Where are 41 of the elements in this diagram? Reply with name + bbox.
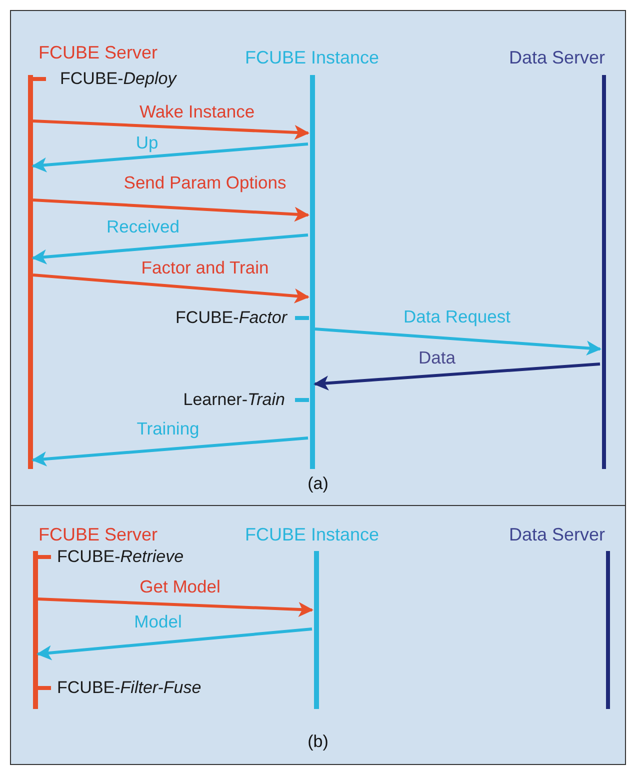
activation-label: FCUBE-Filter-Fuse [57, 678, 202, 698]
lifeline [33, 551, 38, 709]
edge-label: Wake Instance [139, 102, 255, 122]
lifeline-heading: Data Server [508, 48, 606, 68]
arrow [314, 328, 602, 356]
lifeline [28, 75, 33, 469]
edge-label: Received [106, 216, 180, 238]
lifeline-heading: FCUBE Server [38, 524, 158, 546]
edge-label: Training [136, 418, 200, 440]
edge-label: Up [136, 132, 158, 154]
lifeline-heading: FCUBE Instance [244, 524, 380, 546]
edge-label: Send Param Options [124, 172, 286, 194]
arrow [32, 274, 310, 304]
lifeline [602, 75, 606, 469]
arrow [314, 362, 600, 391]
panel-caption: (b) [306, 732, 330, 752]
edge-label: Get Model [140, 576, 220, 598]
activation-label: Learner-Train [183, 390, 285, 410]
activation-label: FCUBE-Retrieve [57, 547, 184, 567]
arrow [32, 436, 308, 466]
lifeline-heading: Data Server [508, 524, 606, 546]
arrow [36, 628, 312, 660]
activation-label: FCUBE-Factor [176, 308, 287, 328]
arrow [32, 142, 308, 172]
panel-caption: (a) [306, 474, 330, 494]
panel [10, 10, 626, 507]
edge-label: Data [418, 348, 456, 368]
edge-label: Model [134, 612, 182, 632]
lifeline [310, 75, 315, 469]
panel [10, 505, 626, 765]
edge-label: Data Request [404, 306, 510, 328]
arrow [32, 234, 308, 264]
activation-label: FCUBE-Deploy [60, 69, 176, 89]
lifeline [606, 551, 610, 709]
arrow [38, 598, 314, 617]
lifeline [314, 551, 319, 709]
lifeline-heading: FCUBE Instance [244, 48, 380, 68]
arrow [32, 120, 310, 140]
arrow [32, 198, 310, 222]
edge-label: Factor and Train [141, 258, 269, 278]
lifeline-heading: FCUBE Server [38, 42, 158, 64]
